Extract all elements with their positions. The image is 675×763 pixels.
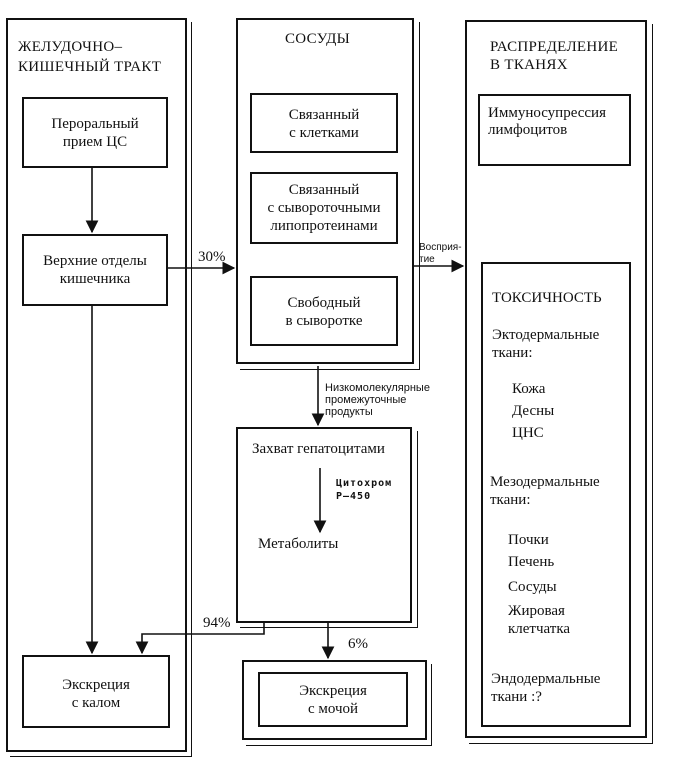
tissues-column-shadow bbox=[469, 24, 653, 744]
toxicity-box bbox=[481, 262, 631, 727]
endoderm-line1: Эндодермальные bbox=[491, 671, 601, 687]
intermediates-label-line1: Низкомолекулярные bbox=[325, 382, 430, 394]
cell-bound-line2: с клетками bbox=[289, 125, 359, 141]
mesoderm-line2: ткани: bbox=[490, 492, 531, 508]
ectoderm-line1: Эктодермальные bbox=[492, 327, 600, 343]
mesoderm-item-kidneys: Почки bbox=[508, 532, 549, 548]
mesoderm-line1: Мезодермальные bbox=[490, 474, 600, 490]
ectoderm-item-gums: Десны bbox=[512, 403, 555, 419]
ectoderm-line2: ткани: bbox=[492, 345, 533, 361]
mesoderm-item-fat-line1: Жировая bbox=[508, 603, 565, 619]
oral-intake-line1: Пероральный bbox=[51, 116, 139, 132]
git-title-line1: ЖЕЛУДОЧНО– bbox=[18, 39, 123, 55]
upper-intestine-line2: кишечника bbox=[59, 271, 131, 287]
vessels-title: СОСУДЫ bbox=[285, 31, 351, 47]
free-serum-line2: в сыворотке bbox=[285, 313, 363, 329]
oral-intake-box bbox=[22, 97, 168, 168]
intermediates-label-line3: продукты bbox=[325, 406, 373, 418]
cytochrome-label-line1: Цитохром bbox=[336, 478, 393, 489]
tissues-title-line2: В ТКАНЯХ bbox=[490, 57, 568, 73]
ectoderm-item-cns: ЦНС bbox=[512, 425, 544, 441]
git-column-shadow bbox=[10, 22, 192, 757]
upper-intestine-box bbox=[22, 234, 168, 306]
metabolites-label: Метаболиты bbox=[258, 536, 339, 552]
cell-bound-box bbox=[250, 93, 398, 153]
oral-intake-line2: прием ЦС bbox=[62, 134, 128, 150]
lipoprotein-bound-line3: липопротеинами bbox=[270, 218, 378, 234]
urine-excretion-line1: Экскреция bbox=[299, 683, 367, 699]
fecal-excretion-box bbox=[22, 655, 170, 728]
vessels-column-shadow bbox=[240, 22, 420, 370]
lipoprotein-bound-box bbox=[250, 172, 398, 244]
intermediates-label-line2: промежуточные bbox=[325, 394, 407, 406]
urine-frame-shadow bbox=[246, 664, 432, 746]
lipoprotein-bound-line2: с сывороточными bbox=[267, 200, 381, 216]
uptake-label-line2: тие bbox=[419, 254, 435, 265]
lipoprotein-bound-line1: Связанный bbox=[288, 182, 360, 198]
urine-excretion-line2: с мочой bbox=[307, 701, 359, 717]
hepatocyte-box-shadow bbox=[240, 431, 418, 628]
urine-excretion-box bbox=[258, 672, 408, 727]
mesoderm-item-fat-line2: клетчатка bbox=[508, 621, 571, 637]
git-title-line2: КИШЕЧНЫЙ ТРАКТ bbox=[18, 59, 162, 75]
immunosuppression-line1: Иммуносупрессия bbox=[488, 105, 606, 121]
tissues-title-line1: РАСПРЕДЕЛЕНИЕ bbox=[490, 39, 619, 55]
toxicity-title: ТОКСИЧНОСТЬ bbox=[492, 290, 602, 306]
uptake-label-line1: Восприя- bbox=[419, 242, 462, 253]
mesoderm-item-liver: Печень bbox=[508, 554, 555, 570]
cell-bound-line1: Связанный bbox=[288, 107, 360, 123]
endoderm-line2: ткани :? bbox=[491, 689, 542, 705]
urine-share-label: 6% bbox=[348, 636, 368, 652]
hepatocyte-title: Захват гепатоцитами bbox=[252, 441, 385, 457]
cytochrome-label-line2: Р–450 bbox=[336, 491, 372, 502]
ectoderm-item-skin: Кожа bbox=[512, 381, 546, 397]
fecal-excretion-line1: Экскреция bbox=[62, 677, 130, 693]
absorption-percent-label: 30% bbox=[198, 249, 226, 265]
arrow-liver-to-feces bbox=[135, 623, 265, 655]
immunosuppression-line2: лимфоцитов bbox=[488, 122, 568, 138]
immunosuppression-box bbox=[478, 94, 631, 166]
mesoderm-item-vessels: Сосуды bbox=[508, 579, 557, 595]
fecal-excretion-line2: с калом bbox=[71, 695, 121, 711]
upper-intestine-line1: Верхние отделы bbox=[43, 253, 147, 269]
free-serum-box bbox=[250, 276, 398, 346]
free-serum-line1: Свободный bbox=[287, 295, 361, 311]
fecal-share-label: 94% bbox=[203, 615, 231, 631]
